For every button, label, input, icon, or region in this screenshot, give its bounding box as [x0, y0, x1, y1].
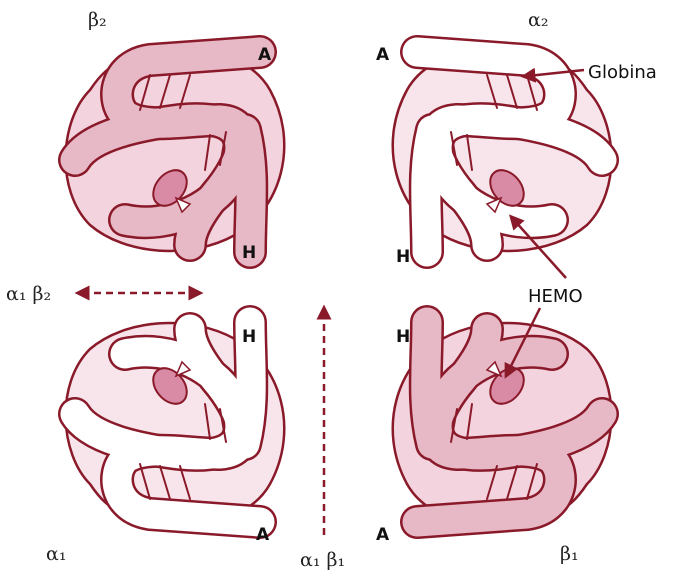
label-alpha2: α₂: [528, 9, 548, 31]
label-interface-a1b2: α₁ β₂: [6, 283, 51, 305]
label-interface-a1b1: α₁ β₁: [300, 549, 345, 571]
alpha2-letter-a: A: [376, 45, 390, 65]
label-alpha1: α₁: [46, 543, 66, 565]
alpha1-letter-h: H: [242, 327, 256, 347]
beta2-letter-h: H: [242, 243, 256, 263]
subunit-beta2: A H: [66, 45, 285, 263]
alpha1-letter-a: A: [256, 525, 270, 545]
alpha2-letter-h: H: [396, 247, 410, 267]
beta2-letter-a: A: [258, 45, 272, 65]
beta1-letter-a: A: [376, 525, 390, 545]
beta1-letter-h: H: [396, 327, 410, 347]
label-beta1: β₁: [560, 543, 579, 565]
subunit-beta1: [393, 322, 612, 525]
label-globin: Globina: [588, 62, 657, 83]
label-heme: HEMO: [528, 286, 583, 307]
label-beta2: β₂: [88, 9, 107, 31]
subunit-alpha1: [66, 322, 285, 525]
subunit-alpha2: [393, 49, 612, 252]
